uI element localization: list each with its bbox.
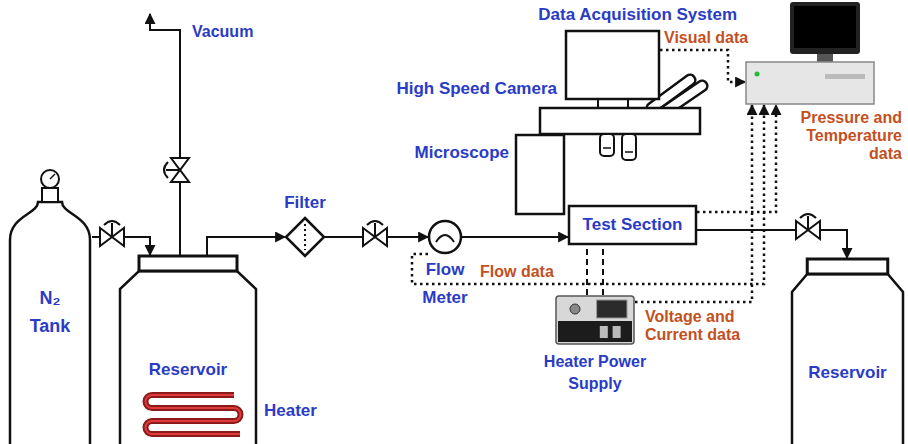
reservoir-tank: Reservoir <box>118 255 258 444</box>
computer-icon-outline <box>794 6 856 48</box>
reservoir-label: Reservoir <box>790 362 905 383</box>
power-wire <box>587 245 603 295</box>
power-supply-outline <box>555 295 635 345</box>
camera-body-outline <box>565 30 660 100</box>
computer-icon-outline <box>755 72 760 77</box>
computer-icon-outline <box>825 74 865 79</box>
gas-tank-outline <box>41 170 59 188</box>
microscope-body-outline <box>516 135 564 214</box>
flow-meter-symbol-outline <box>436 235 454 242</box>
heater-coil <box>146 395 241 434</box>
signal-line <box>412 105 764 284</box>
test-section-box-outline <box>569 206 696 244</box>
computer-icon-outline <box>790 2 860 54</box>
reservoir-tank-outline <box>807 259 888 274</box>
reservoir-label: Reservoir <box>118 359 258 380</box>
power-supply-outline <box>613 326 621 338</box>
computer-icon-outline <box>745 2 875 105</box>
gas-tank-outline <box>50 174 55 179</box>
reservoir-tank-outline <box>790 258 905 444</box>
flow-meter-label: Flow Meter <box>413 256 477 312</box>
valve-symbol <box>796 214 820 239</box>
valve-symbol <box>808 221 820 239</box>
computer-icon: Data Acquisition System <box>745 2 875 105</box>
microscope-head <box>540 108 700 134</box>
computer-icon-outline <box>817 54 833 62</box>
power-supply-outline <box>597 300 627 318</box>
filter-symbol-outline <box>304 224 306 250</box>
daq-label: Data Acquisition System <box>538 4 737 25</box>
vacuum-label: Vacuum <box>192 22 253 42</box>
microscope-body-outline <box>515 134 565 215</box>
signal-line <box>660 50 745 82</box>
valve-symbol <box>374 223 376 237</box>
power-supply-outline <box>556 296 634 344</box>
valve-symbol <box>800 214 816 218</box>
valve-symbol <box>112 228 124 246</box>
gas-tank-outline <box>42 188 58 202</box>
gas-tank: N₂ Tank <box>8 168 92 444</box>
microscope-head <box>600 134 614 156</box>
tank-label: N₂ Tank <box>20 284 80 340</box>
microscope-head <box>603 148 633 152</box>
signal-label: Pressure and Temperature data <box>786 109 902 163</box>
microscope-label: Microscope <box>415 142 509 163</box>
reservoir-tank-outline <box>120 271 256 444</box>
valve-symbol <box>100 228 112 246</box>
test-section-box: Test Section <box>568 205 697 245</box>
valve-symbol <box>796 221 808 239</box>
power-supply-label: Heater Power Supply <box>535 351 655 395</box>
filter-symbol-outline <box>285 217 325 257</box>
reservoir-tank-outline <box>139 256 237 271</box>
valve-symbol <box>100 221 124 246</box>
heater-label: Heater <box>264 400 317 421</box>
pipe-line <box>207 237 285 255</box>
valve-symbol <box>363 221 387 246</box>
filter-symbol-outline <box>286 218 324 256</box>
signal-label: Flow data <box>480 263 554 281</box>
valve-symbol <box>807 216 809 230</box>
camera-body: High Speed Camera <box>565 30 660 100</box>
signal-label: Visual data <box>664 29 748 47</box>
vacuum-line <box>150 14 180 255</box>
power-supply-outline <box>558 321 632 342</box>
flow-meter-symbol: Flow Meter <box>428 220 462 254</box>
valve-symbol <box>111 223 113 237</box>
power-supply-outline <box>570 304 580 314</box>
pipe-line <box>697 230 847 258</box>
reservoir-tank-outline <box>118 255 258 444</box>
valve-symbol <box>171 170 189 182</box>
flow-meter-symbol-outline <box>429 221 461 253</box>
valve-symbol <box>363 228 375 246</box>
valve-symbol <box>367 221 383 225</box>
filter-label: Filter <box>284 192 326 213</box>
camera-body-outline <box>566 31 659 99</box>
reservoir-tank: Reservoir <box>790 258 905 444</box>
heater-coil <box>146 395 241 434</box>
valve-symbol <box>164 162 168 178</box>
microscope-body: Microscope <box>515 134 565 215</box>
valve-symbol <box>171 158 189 170</box>
computer-icon-outline <box>746 62 874 104</box>
gas-tank-outline <box>10 202 90 444</box>
power-supply: Heater Power Supply <box>555 295 635 345</box>
valve-symbol <box>375 228 387 246</box>
power-supply-outline <box>600 326 608 338</box>
valve-symbol <box>104 221 120 225</box>
valve-symbol <box>164 158 189 182</box>
test-section-label: Test Section <box>583 214 683 235</box>
flow-meter-symbol-outline <box>428 220 462 254</box>
valve-symbol <box>166 169 180 171</box>
camera-label: High Speed Camera <box>396 78 557 99</box>
reservoir-tank-outline <box>792 274 903 444</box>
filter-symbol: Filter <box>285 217 325 257</box>
signal-label: Voltage and Current data <box>645 308 745 344</box>
vacuum-line <box>150 14 180 255</box>
microscope-head <box>622 134 636 160</box>
pipe-line <box>462 236 568 238</box>
